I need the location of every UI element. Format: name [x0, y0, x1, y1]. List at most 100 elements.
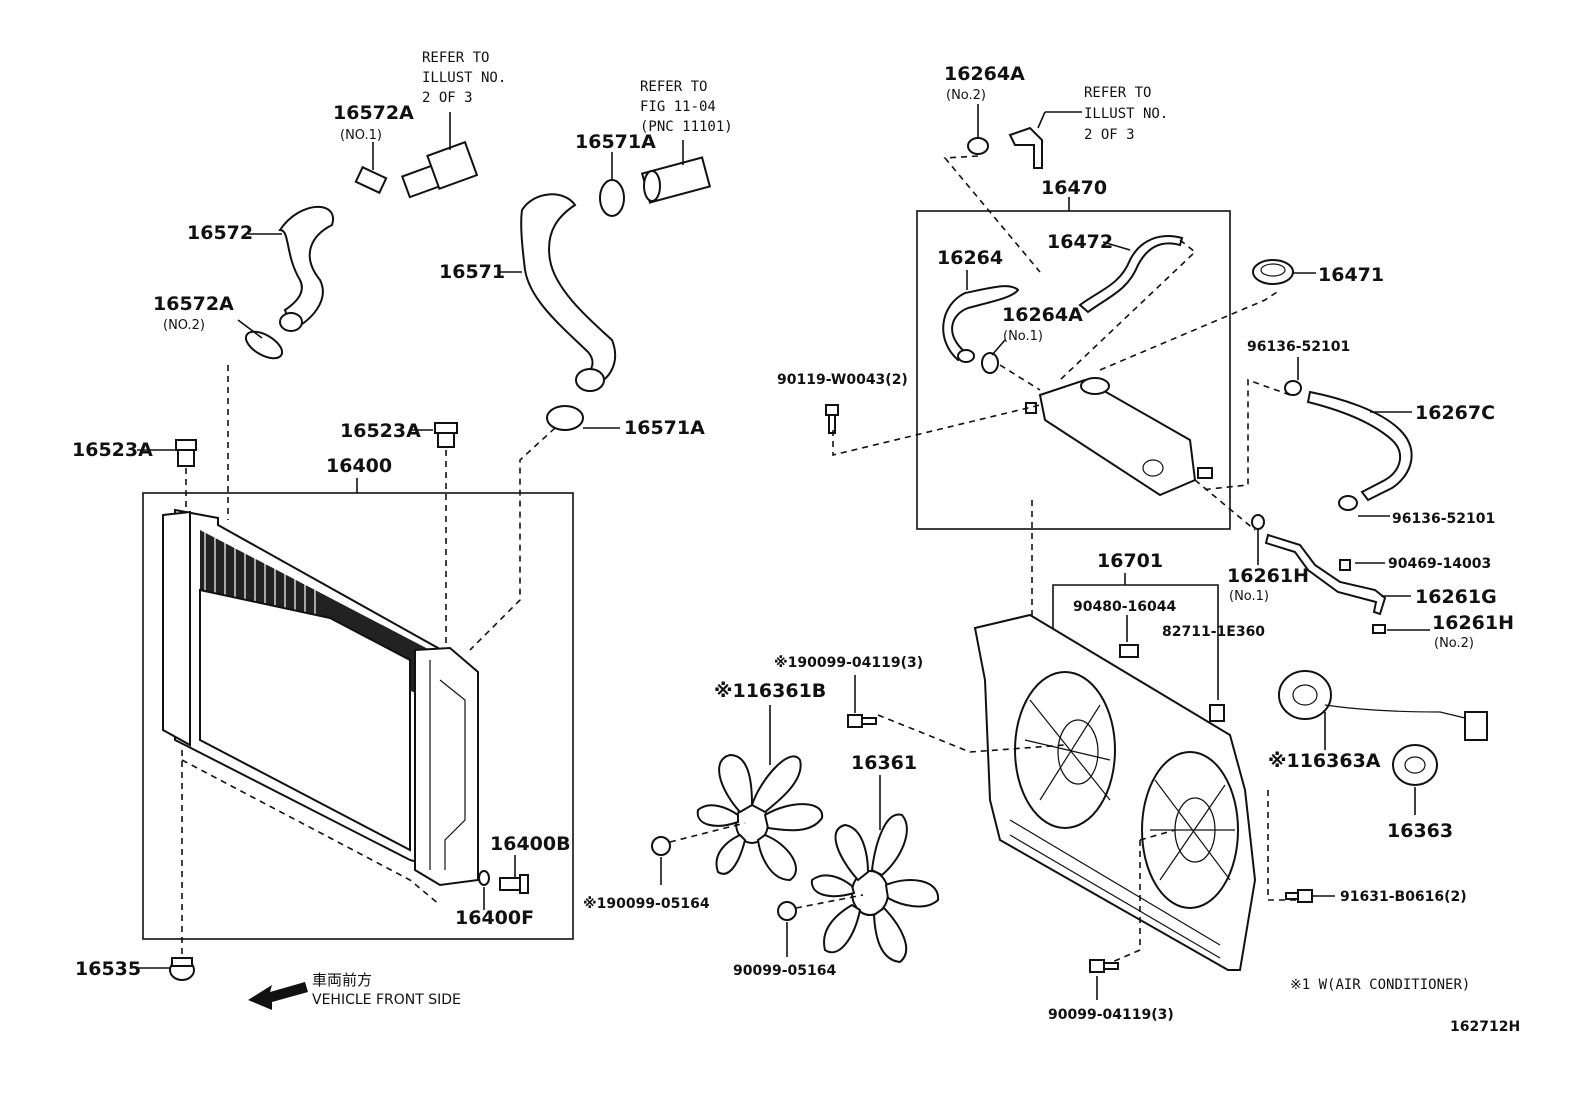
label-16572: 16572 — [187, 222, 253, 244]
label-16523A-left: 16523A — [72, 439, 153, 461]
label-refer1-line1: REFER TO — [422, 50, 489, 66]
clamp-16571A-top-icon — [599, 179, 625, 217]
label-16361B: ※116361B — [714, 680, 826, 702]
cap-16523A-left-icon — [175, 439, 197, 467]
label-16572A-no2-sub: (NO.2) — [163, 318, 205, 333]
radiator-group-box — [142, 492, 574, 940]
label-16363: 16363 — [1387, 820, 1453, 842]
label-16400F: 16400F — [455, 907, 534, 929]
clamp-96136-bot-icon — [1338, 495, 1358, 511]
label-16472: 16472 — [1047, 231, 1113, 253]
clamp-16264A-no2-icon — [967, 137, 989, 155]
label-refer1-line2: ILLUST NO. — [422, 70, 506, 86]
label-96136-top: 96136-52101 — [1247, 339, 1350, 355]
nut-190099-05164-icon — [651, 836, 671, 856]
label-16572A-no1-sub: (NO.1) — [340, 128, 382, 143]
label-refer2-line3: (PNC 11101) — [640, 119, 733, 135]
label-16361: 16361 — [851, 752, 917, 774]
label-16571A-top: 16571A — [575, 131, 656, 153]
label-16264A-no1-sub: (No.1) — [1003, 329, 1043, 344]
label-16572A-no2: 16572A — [153, 293, 234, 315]
label-96136-bot: 96136-52101 — [1392, 511, 1495, 527]
label-16264A-no2-sub: (No.2) — [946, 88, 986, 103]
reservoir-group-box — [916, 210, 1231, 530]
label-16267C: 16267C — [1415, 402, 1495, 424]
label-190099-05164: ※190099-05164 — [583, 896, 710, 912]
label-16535: 16535 — [75, 958, 141, 980]
label-90099-04119: 90099-04119(3) — [1048, 1007, 1174, 1023]
label-16261H-no1-sub: (No.1) — [1229, 589, 1269, 604]
fitting-16264A-icon — [1008, 126, 1043, 169]
bolt-190099-04119-icon — [847, 714, 877, 728]
label-refer3-line1: REFER TO — [1084, 85, 1151, 101]
label-16523A-mid: 16523A — [340, 420, 421, 442]
drain-cock-16400B-icon — [499, 874, 529, 894]
label-refer3-line2: ILLUST NO. — [1084, 106, 1168, 122]
clamp-16264A-no1-icon — [981, 352, 999, 374]
label-vehicle-front-jp: 車両前方 — [312, 971, 372, 989]
label-16470: 16470 — [1041, 177, 1107, 199]
label-ac-note: ※1 W(AIR CONDITIONER) — [1290, 977, 1470, 993]
label-90119: 90119-W0043(2) — [777, 372, 908, 388]
label-16264A-no1: 16264A — [1002, 304, 1083, 326]
fan-motor-16363-icon — [1392, 744, 1438, 786]
label-16571: 16571 — [439, 261, 505, 283]
label-90099-05164: 90099-05164 — [733, 963, 836, 979]
label-16264A-no2: 16264A — [944, 63, 1025, 85]
label-refer2-line1: REFER TO — [640, 79, 707, 95]
label-190099-04119: ※190099-04119(3) — [774, 655, 923, 671]
hose-16572-icon — [278, 205, 335, 332]
label-82711: 82711-1E360 — [1162, 624, 1265, 640]
label-16471: 16471 — [1318, 264, 1384, 286]
pipe-11101-icon — [640, 156, 712, 204]
water-outlet-icon — [400, 140, 479, 199]
o-ring-16400F-icon — [478, 870, 490, 886]
bolt-91631-icon — [1285, 889, 1313, 903]
pipe-16261G-icon — [1264, 533, 1387, 616]
label-refer3-line3: 2 OF 3 — [1084, 127, 1135, 143]
reservoir-tank-16470-icon — [1025, 377, 1213, 497]
reservoir-cap-16471-icon — [1252, 259, 1294, 285]
hose-16267C-icon — [1306, 390, 1413, 502]
clamp-96136-top-icon — [1284, 380, 1302, 396]
label-91631: 91631-B0616(2) — [1340, 889, 1467, 905]
label-16261G: 16261G — [1415, 586, 1497, 608]
label-16400: 16400 — [326, 455, 392, 477]
grommet-90480-icon — [1119, 644, 1139, 658]
label-16264: 16264 — [937, 247, 1003, 269]
label-16363A: ※116363A — [1268, 750, 1381, 772]
clamp-16571A-bot-icon — [546, 405, 584, 431]
label-16571A-bot: 16571A — [624, 417, 705, 439]
clip-90469-icon — [1339, 559, 1351, 571]
nut-90099-05164-icon — [777, 901, 797, 921]
fan-blade-16361-icon — [810, 813, 940, 964]
drain-16535-icon — [169, 957, 195, 981]
label-vehicle-front-en: VEHICLE FRONT SIDE — [312, 992, 461, 1008]
label-16261H-no1: 16261H — [1227, 565, 1309, 587]
bolt-90119-icon — [825, 404, 839, 434]
label-16261H-no2-sub: (No.2) — [1434, 636, 1474, 651]
label-refer2-line2: FIG 11-04 — [640, 99, 716, 115]
label-16572A-no1: 16572A — [333, 102, 414, 124]
clip-82711-icon — [1209, 704, 1225, 722]
hose-16264-icon — [942, 285, 1020, 362]
radiator-core-drawing — [162, 508, 479, 887]
fan-motor-16363A-icon — [1278, 670, 1488, 741]
clamp-16572A-no1-icon — [354, 165, 388, 195]
figure-id: 162712H — [1450, 1019, 1520, 1035]
label-16261H-no2: 16261H — [1432, 612, 1514, 634]
label-16701: 16701 — [1097, 550, 1163, 572]
vehicle-front-arrow-icon — [248, 982, 308, 1010]
label-refer1-line3: 2 OF 3 — [422, 90, 473, 106]
bolt-90099-04119-icon — [1089, 959, 1119, 973]
label-90480: 90480-16044 — [1073, 599, 1176, 615]
clamp-16261H-no2-icon — [1372, 624, 1386, 634]
clamp-16261H-no1-icon — [1251, 514, 1265, 530]
fan-blade-16361B-icon — [696, 753, 824, 882]
cap-16523A-mid-icon — [434, 422, 458, 448]
label-16400B: 16400B — [490, 833, 571, 855]
hose-16571-icon — [520, 193, 617, 387]
fan-shroud-16711-icon — [973, 613, 1257, 971]
label-90469: 90469-14003 — [1388, 556, 1491, 572]
